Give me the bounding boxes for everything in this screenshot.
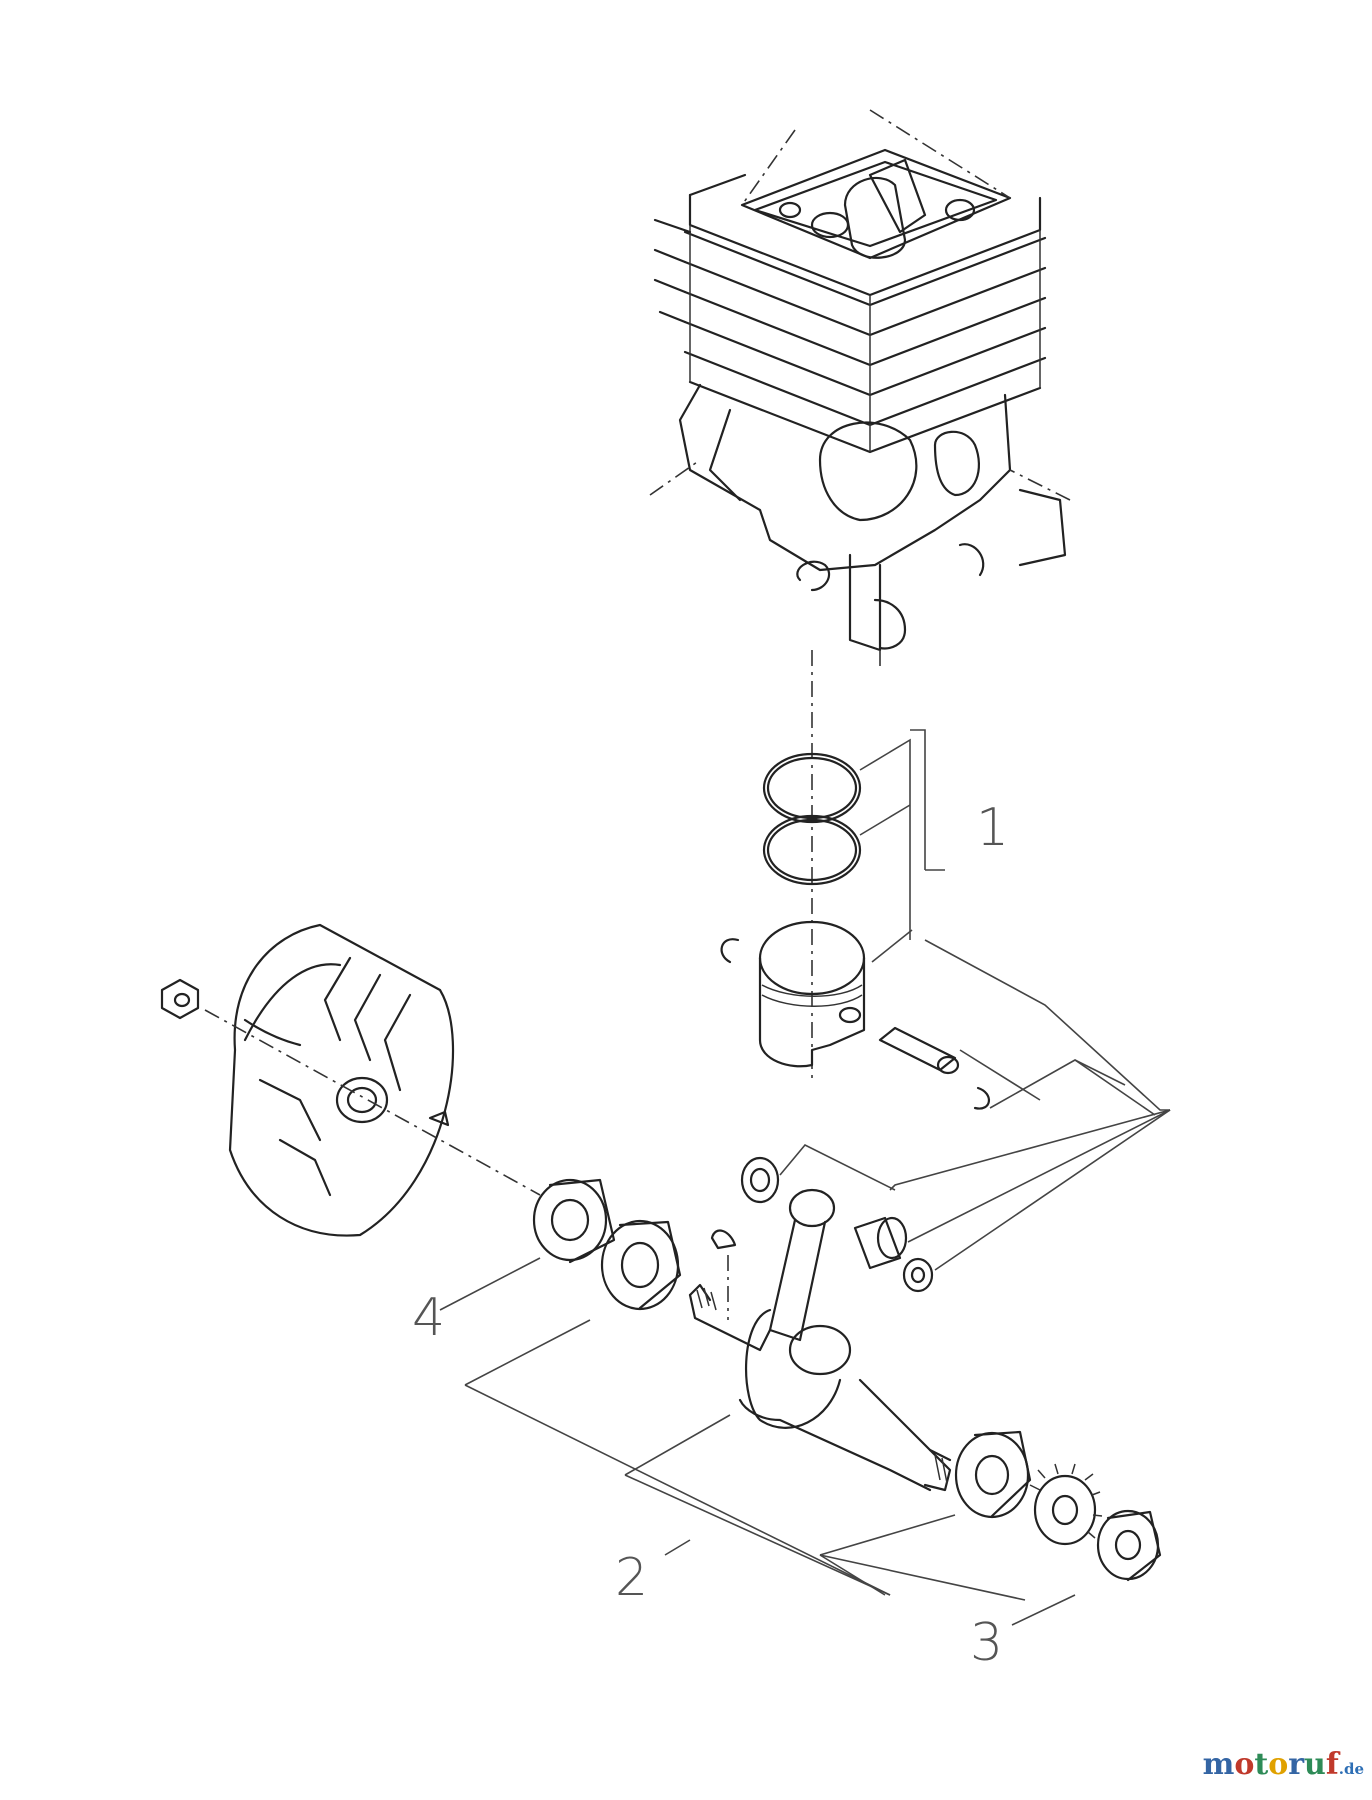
callout-4: 4 [412, 1288, 445, 1348]
piston-ring-lower [762, 814, 862, 886]
watermark-letter: t [1254, 1747, 1269, 1782]
connecting-rod [768, 1188, 852, 1376]
flywheel-axis [204, 1009, 541, 1196]
watermark-letter: o [1234, 1747, 1255, 1782]
oil-seal-right [1096, 1509, 1162, 1582]
ball-bearing-right [954, 1430, 1032, 1519]
leader-group-1 [779, 729, 1171, 1271]
oil-seal-left [532, 1178, 616, 1264]
flywheel-nut [160, 978, 200, 1020]
watermark-letter: r [1288, 1747, 1305, 1782]
callout-1: 1 [976, 798, 1009, 858]
needle-bearing [853, 1216, 908, 1270]
watermark-suffix: .de [1338, 1760, 1364, 1778]
flywheel [228, 923, 455, 1237]
crankshaft [688, 1283, 952, 1492]
leader-group-3 [1011, 1594, 1076, 1626]
watermark-letter: u [1304, 1747, 1326, 1782]
cylinder [649, 109, 1071, 670]
watermark-letter: m [1202, 1747, 1235, 1782]
thrust-washer [902, 1257, 934, 1293]
circlip-left [720, 938, 740, 964]
leader-group-2 [464, 1319, 1026, 1601]
leader-group-4 [439, 1257, 541, 1311]
callout-3: 3 [970, 1613, 1003, 1673]
oil-seal-upper [740, 1156, 780, 1204]
piston-pin [878, 1026, 960, 1075]
ball-bearing-left [600, 1219, 682, 1311]
watermark-logo: motoruf.de [1203, 1747, 1364, 1782]
piston [758, 920, 866, 1068]
pinion-gear [1029, 1463, 1103, 1546]
watermark-letter: o [1268, 1747, 1289, 1782]
woodruff-key [710, 1229, 737, 1250]
piston-ring-upper [762, 752, 862, 824]
watermark-letter: f [1325, 1747, 1339, 1782]
callout-2: 2 [615, 1548, 648, 1608]
watermark-letters: motoruf [1203, 1747, 1339, 1782]
circlip-right [973, 1086, 990, 1110]
